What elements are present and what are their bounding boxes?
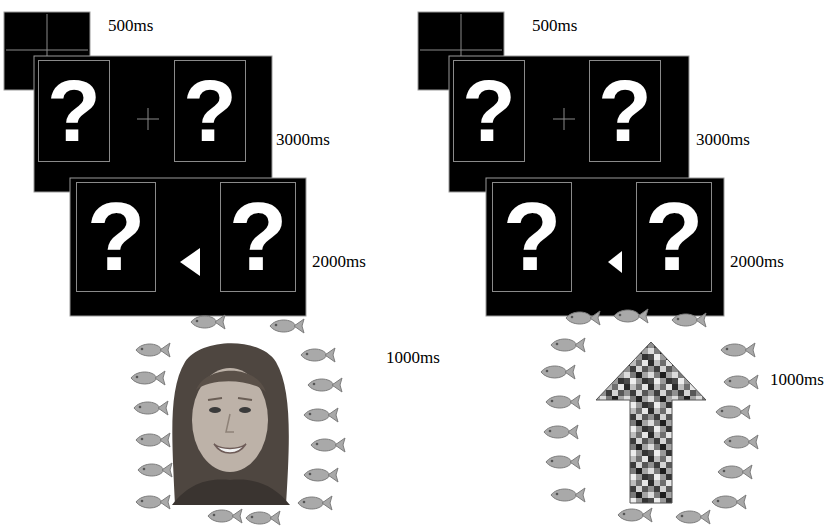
- question-card: ?: [220, 182, 296, 292]
- duration-label: 3000ms: [696, 130, 750, 150]
- duration-label: 3000ms: [276, 130, 330, 150]
- question-card: ?: [76, 182, 156, 292]
- question-mark: ?: [462, 67, 516, 155]
- duration-label: 1000ms: [770, 370, 824, 390]
- question-mark: ?: [87, 189, 146, 285]
- question-card: ?: [38, 60, 110, 162]
- duration-label: 2000ms: [312, 252, 366, 272]
- duration-label: 500ms: [532, 16, 577, 36]
- question-card: ?: [453, 60, 525, 162]
- duration-label: 1000ms: [386, 348, 440, 368]
- question-card: ?: [174, 60, 246, 162]
- question-mark: ?: [645, 189, 704, 285]
- question-mark: ?: [229, 189, 288, 285]
- question-card: ?: [589, 60, 661, 162]
- duration-label: 2000ms: [730, 252, 784, 272]
- question-card: ?: [636, 182, 712, 292]
- question-mark: ?: [503, 189, 562, 285]
- question-mark: ?: [47, 67, 101, 155]
- question-mark: ?: [598, 67, 652, 155]
- question-card: ?: [492, 182, 572, 292]
- question-mark: ?: [183, 67, 237, 155]
- duration-label: 500ms: [108, 16, 153, 36]
